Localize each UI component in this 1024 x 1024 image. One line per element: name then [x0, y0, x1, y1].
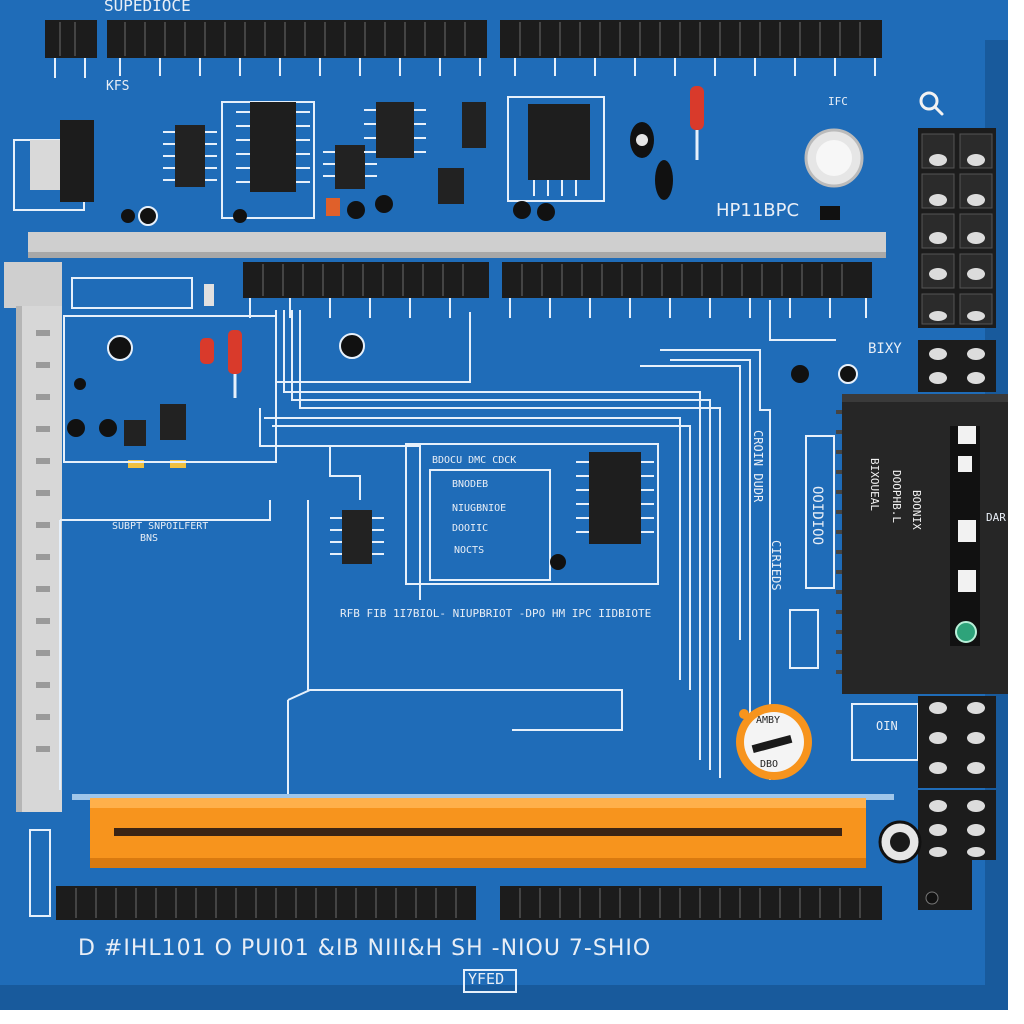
module-label-a: BIXOUEAL	[868, 458, 881, 511]
label-right-small: OIN	[876, 719, 898, 733]
label-right-small-2: DAR	[986, 511, 1006, 524]
middle-header-left	[243, 262, 489, 298]
module-label-c: BOONIX	[910, 490, 923, 530]
top-header-right	[500, 20, 882, 58]
round-jack	[878, 820, 922, 864]
label-vertical-2: CIRIEDS	[769, 540, 783, 591]
label-mid-3: NIUGBNIOE	[452, 503, 507, 514]
chip-u3	[323, 145, 377, 189]
label-supply-2: BNS	[140, 533, 159, 544]
chip-u7	[330, 510, 384, 564]
orange-expansion-slot	[72, 794, 894, 868]
module-label-b: DOOPHB.L	[890, 470, 903, 523]
chip-u1	[163, 125, 217, 187]
label-mid-4: DOOIIC	[452, 523, 489, 534]
label-supply-1: SUBPT SNPOILFERT	[112, 521, 209, 532]
label-sensor-tag: IFC	[828, 95, 848, 108]
label-mid-2: BNODEB	[452, 479, 489, 490]
dial-label: AMBY	[756, 715, 781, 726]
chip-u5	[438, 102, 486, 204]
chip-u2	[236, 102, 310, 192]
label-mid-1: BDOCU DMC CDCK	[432, 455, 517, 466]
bottom-header-right	[500, 886, 882, 920]
left-mid-components	[67, 284, 365, 468]
terminal-block-mid	[918, 340, 996, 392]
label-vertical-1: CROIN DUDR	[751, 430, 765, 503]
red-components-top	[630, 86, 704, 200]
big-module	[836, 394, 1008, 694]
label-top-left: SUPEDIOCE	[104, 0, 191, 15]
dial-sublabel: DBO	[760, 759, 779, 770]
label-bottom-tag: YFED	[468, 970, 505, 988]
label-right-box: BIXY	[868, 341, 902, 357]
terminal-block-top	[918, 128, 996, 328]
round-sensor	[804, 128, 864, 220]
chip-u4	[364, 102, 426, 158]
chip-u6	[528, 104, 590, 196]
bottom-header-left	[56, 886, 476, 920]
left-connector	[30, 120, 94, 202]
traces	[59, 300, 919, 800]
label-bottom-line: D #IHL101 O PUI01 &IB NIII&H SH -NIOU 7-…	[78, 936, 652, 961]
caps-top	[121, 195, 555, 226]
potentiometer-dial	[736, 704, 812, 780]
label-center-row: RFB FIB 1I7BIOL- NIUPBRIOT -DPO HM IPC I…	[340, 607, 652, 620]
label-top-small: KFS	[106, 79, 130, 94]
terminal-block-bottom	[918, 696, 996, 910]
chip-u8	[576, 452, 654, 544]
left-vertical-rail	[4, 262, 62, 812]
search-icon[interactable]	[916, 88, 946, 118]
label-part-number: HP11BPC	[716, 200, 800, 221]
top-header-left	[45, 20, 487, 58]
middle-header-right	[502, 262, 872, 298]
label-vertical-3: OOIDIOO	[809, 486, 825, 546]
label-mid-5: NOCTS	[454, 545, 485, 556]
